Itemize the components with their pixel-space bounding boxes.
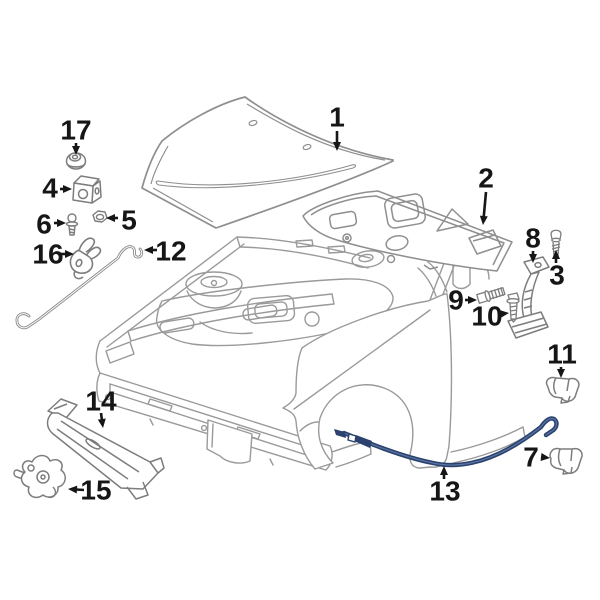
callout-17-grommet: 17 [60,115,92,155]
part-8-hood-hinge [507,256,550,339]
part-6-bolt [65,213,79,236]
car-body-art [95,236,526,471]
callout-number: 1 [329,102,345,133]
callout-arrowhead [65,250,74,258]
callout-number: 16 [32,239,63,270]
callout-number: 10 [471,301,502,332]
callout-13-hood-release-cable: 13 [429,466,461,507]
callout-arrow-shaft [99,412,104,421]
callout-number: 6 [36,209,52,240]
callout-number: 13 [429,476,460,507]
callout-8-hood-hinge: 8 [525,223,541,263]
callout-arrowhead [440,466,448,475]
callout-number: 8 [525,223,541,254]
callout-1-hood-panel: 1 [329,102,345,151]
part-7-release-handle [549,447,583,475]
callout-6-bolt: 6 [36,209,66,240]
callout-arrow-shaft [482,191,488,218]
callout-arrowhead [106,214,115,222]
callout-3-hinge-screw: 3 [549,250,565,291]
callout-number: 5 [121,205,137,236]
callout-arrowhead [63,185,72,193]
callout-number: 9 [448,285,464,316]
callout-14-latch-support-bracket: 14 [85,386,117,428]
callout-number: 7 [523,442,539,473]
callout-number: 12 [155,236,186,267]
callout-arrowhead [57,219,66,227]
callout-5-nut: 5 [106,205,137,236]
part-13-release-cable [334,416,559,468]
part-14-latch-support [46,398,165,500]
callout-15-hood-latch: 15 [68,475,112,506]
part-5-nut [92,210,108,223]
part-11-release-handle-bracket [545,376,580,404]
callout-number: 14 [85,386,117,417]
part-10-bolt [506,292,520,323]
callout-10-hinge-bolt-lower: 10 [471,301,509,332]
callout-number: 15 [80,475,111,506]
callout-16-prop-rod-clip: 16 [32,239,74,270]
part-2-insulation-pad [302,190,513,272]
callout-arrowhead [552,250,560,259]
callout-arrowhead [468,296,477,304]
part-12-prop-rod [15,245,144,330]
callout-2-hood-insulation-pad: 2 [478,163,494,225]
callout-number: 17 [60,115,91,146]
callout-arrowhead [540,453,550,461]
callout-arrowhead [72,146,80,155]
callout-arrow-shaft [75,488,85,492]
callout-arrowhead [557,369,565,378]
part-1-hood-panel [141,96,394,229]
part-16-prop-rod-clip [69,237,102,280]
callout-arrowhead [68,485,78,494]
callout-arrowhead [479,215,488,225]
callout-number: 2 [478,163,494,194]
callout-number: 11 [547,339,577,370]
callout-arrowhead [97,418,106,428]
callout-9-hinge-bolt: 9 [448,285,477,316]
callout-number: 3 [549,260,565,291]
part-17-grommet [65,152,87,170]
part-9-bolt [476,287,506,304]
callout-arrowhead [144,246,153,254]
callout-arrowhead [499,310,509,318]
part-4-bumper-bracket [72,175,102,204]
callout-arrowhead [333,142,341,151]
callout-number: 4 [42,173,58,204]
callout-4-hood-bumper-bracket: 4 [42,173,72,204]
callout-7-release-handle: 7 [523,442,550,473]
part-15-hood-latch [13,454,66,499]
callout-12-hood-prop-rod: 12 [144,236,187,267]
callout-11-release-handle-bracket: 11 [547,339,577,378]
callout-arrowhead [529,254,537,263]
